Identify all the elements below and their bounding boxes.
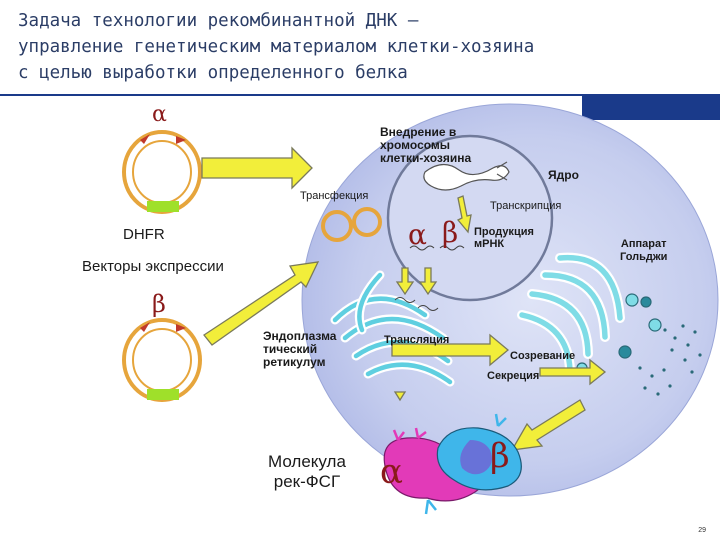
transfection-label: Трансфекция	[300, 190, 369, 202]
alpha-large-symbol: α	[380, 452, 403, 492]
rec-fsh-molecule	[383, 413, 522, 515]
slide-title: Задача технологии рекомбинантной ДНК – у…	[18, 8, 678, 86]
arrow-to-secretion	[539, 358, 607, 386]
secreted-protein-dots	[638, 324, 702, 396]
arrow-nucleus-out	[456, 195, 472, 234]
insertion-label: Внедрение в хромосомы клетки-хозяина	[380, 125, 472, 165]
alpha-symbol: α	[152, 102, 167, 127]
transfected-plasmids	[321, 207, 382, 242]
transcription-label: Транскрипция	[490, 200, 562, 212]
arrow-down-ribosome-1	[395, 267, 415, 296]
plasmid-beta	[122, 318, 202, 402]
arrow-to-molecule	[393, 391, 407, 402]
arrow-transfection	[203, 261, 320, 346]
plasmid-alpha	[122, 130, 202, 214]
translation-label: Трансляция	[384, 334, 450, 346]
arrow-protein	[510, 399, 586, 451]
beta-large-symbol: β	[490, 436, 510, 476]
vectors-label: Векторы экспрессии	[82, 258, 224, 275]
title-line-2: управление генетическим материалом клетк…	[18, 37, 535, 57]
arrow-to-insertion	[201, 146, 313, 190]
title-line-1: Задача технологии рекомбинантной ДНК –	[18, 11, 419, 31]
mrna-strands	[394, 245, 465, 311]
arrow-down-ribosome-2	[418, 267, 438, 296]
nucleus-label: Ядро	[548, 168, 579, 182]
maturation-label: Созревание	[510, 350, 576, 362]
dhfr-label: DHFR	[123, 226, 165, 243]
golgi-label: Аппарат Гольджи	[620, 238, 668, 263]
beta-small-symbol: β	[442, 216, 459, 249]
arrow-translation	[391, 333, 510, 367]
process-arrows	[201, 146, 607, 451]
molecule-label: Молекула рек-ФСГ	[268, 452, 346, 491]
title-rule	[0, 94, 582, 96]
title-rule-block	[582, 94, 720, 120]
golgi-apparatus	[517, 252, 625, 375]
title-line-3: с целью выработки определенного белка	[18, 63, 408, 83]
er-label: Эндоплазма тический ретикулум	[263, 329, 337, 369]
mrna-production-label: Продукция мРНК	[474, 226, 534, 250]
secretion-label: Секреция	[487, 370, 540, 382]
beta-symbol: β	[152, 290, 166, 318]
alpha-small-symbol: α	[408, 218, 427, 251]
page-number: 29	[698, 527, 706, 534]
chromosome	[423, 163, 510, 191]
